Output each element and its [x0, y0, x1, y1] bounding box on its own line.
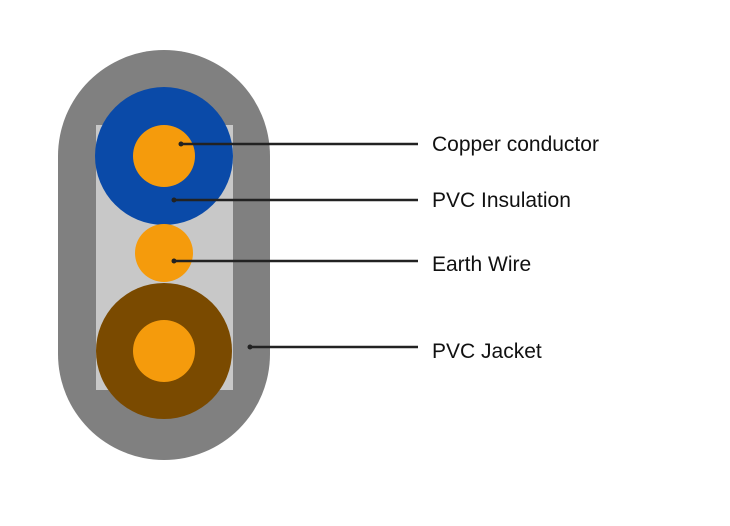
- label-copper-conductor: Copper conductor: [432, 133, 599, 156]
- leader-pvc-jacket: [247, 344, 418, 350]
- copper-conductor-bottom: [133, 320, 195, 382]
- leader-earth-wire: [171, 258, 418, 264]
- copper-conductor-top: [133, 125, 195, 187]
- leader-pvc-insulation: [171, 197, 418, 203]
- label-pvc-jacket: PVC Jacket: [432, 340, 542, 363]
- label-pvc-insulation: PVC Insulation: [432, 189, 571, 212]
- label-earth-wire: Earth Wire: [432, 253, 531, 276]
- earth-wire-shape: [135, 224, 193, 282]
- leader-copper-conductor: [178, 141, 418, 147]
